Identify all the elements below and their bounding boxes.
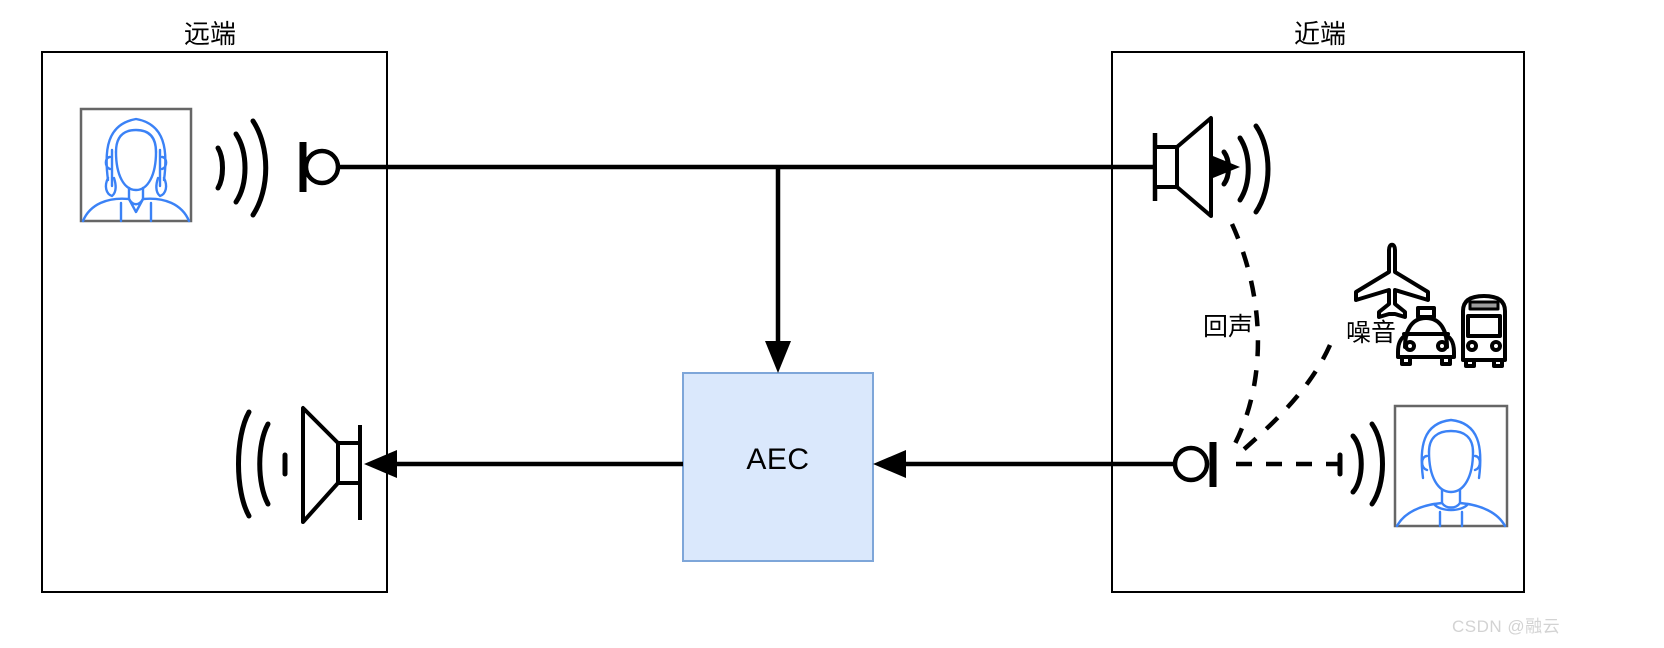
flow-aec-to-far-speaker xyxy=(364,450,683,478)
watermark-text: CSDN @融云 xyxy=(1452,617,1561,636)
near-person-sound-wave-icon xyxy=(1337,421,1385,507)
flow-far-mic-to-near-speaker xyxy=(338,154,1240,180)
noise-annotation-label: 噪音 xyxy=(1346,319,1397,347)
flow-near-mic-to-aec xyxy=(873,450,1175,478)
near-end-speaker-icon xyxy=(1152,116,1213,218)
noise-path-dashed xyxy=(1232,344,1333,460)
near-end-title: 近端 xyxy=(1293,19,1346,49)
far-person-avatar xyxy=(79,107,193,223)
far-end-speaker-icon xyxy=(301,406,362,524)
near-speaker-sound-wave-icon xyxy=(1221,123,1271,215)
far-end-title: 远端 xyxy=(183,19,236,49)
far-person-sound-wave-icon xyxy=(215,118,269,218)
far-speaker-sound-wave-icon xyxy=(236,409,288,519)
taxi-icon xyxy=(1396,306,1456,366)
near-end-microphone-icon xyxy=(1172,442,1217,487)
echo-annotation-label: 回声 xyxy=(1203,313,1254,341)
aec-block-label: AEC xyxy=(746,443,810,476)
flow-reference-to-aec xyxy=(765,167,791,373)
near-person-avatar xyxy=(1393,404,1509,528)
bus-icon xyxy=(1461,294,1507,368)
airplane-icon xyxy=(1354,242,1430,319)
